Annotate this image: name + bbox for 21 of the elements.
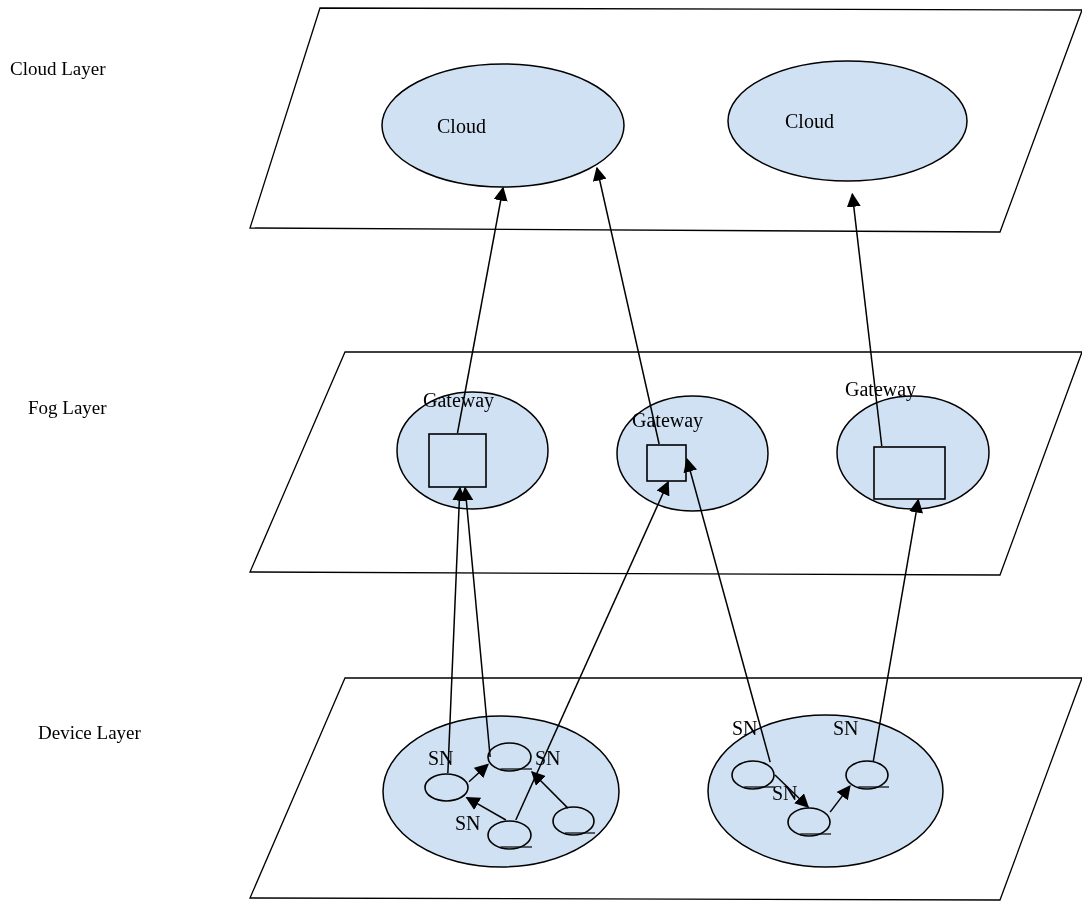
layer-label: Device Layer: [38, 722, 141, 744]
arrow: [465, 796, 507, 821]
arrow: [683, 457, 771, 763]
sensor-label: SN: [772, 782, 798, 804]
arrow: [774, 774, 810, 808]
arrow: [829, 785, 851, 813]
arrow: [468, 763, 489, 783]
arrow: [456, 186, 508, 434]
arrow: [592, 166, 660, 445]
node-label: Cloud: [785, 110, 834, 132]
layer-label: Cloud Layer: [10, 58, 106, 80]
arrow: [531, 771, 569, 809]
arrow: [872, 498, 923, 763]
sensor-label: SN: [732, 717, 758, 739]
arrow: [846, 192, 883, 447]
arrow: [515, 480, 670, 821]
arrow: [459, 486, 491, 758]
layer-label: Fog Layer: [28, 397, 107, 419]
sensor-label: SN: [833, 717, 859, 739]
sensor-label: SN: [455, 812, 481, 834]
node-label: Cloud: [437, 115, 486, 137]
